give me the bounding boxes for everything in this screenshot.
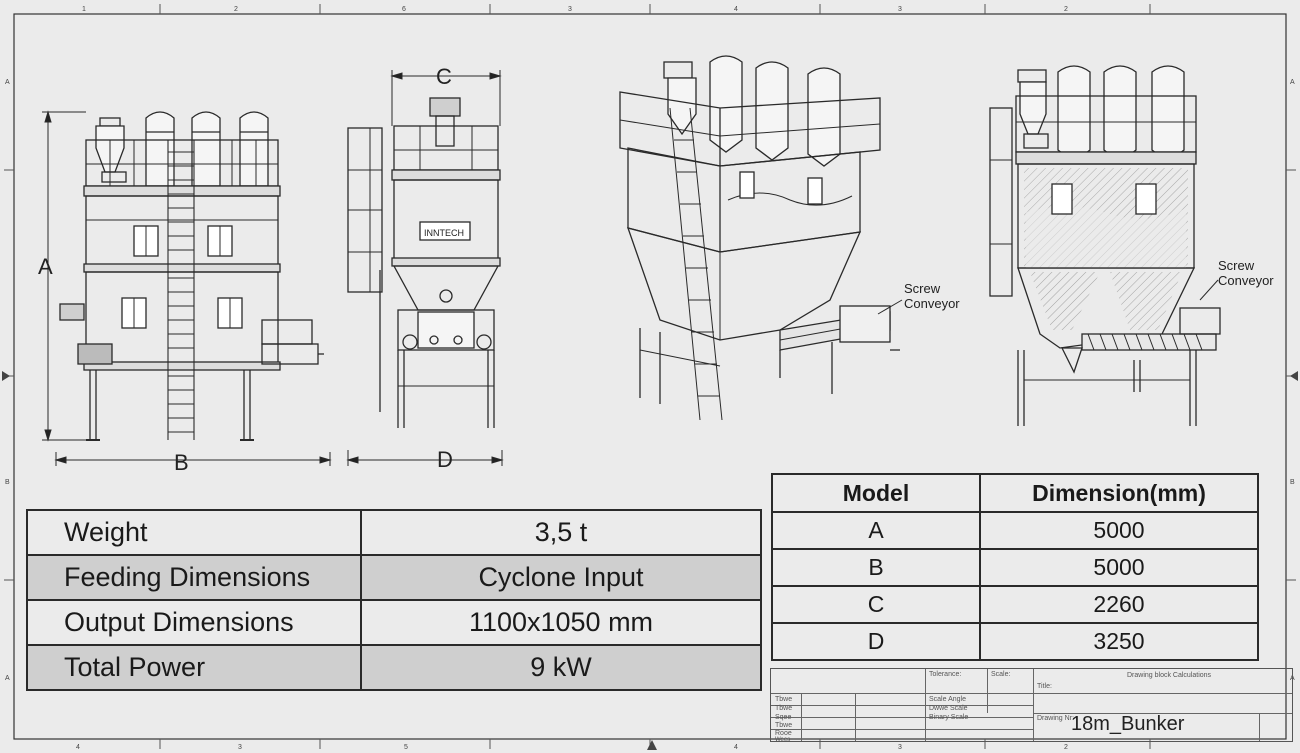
spec-value: 9 kW xyxy=(360,644,762,691)
dimension-cell: 2260 xyxy=(979,585,1259,624)
header-model: Model xyxy=(771,473,981,513)
model-cell: D xyxy=(771,622,981,661)
section-screw-conveyor xyxy=(1060,307,1221,374)
spec-label: Feeding Dimensions xyxy=(26,554,362,601)
spec-value: 1100x1050 mm xyxy=(360,599,762,646)
side-view xyxy=(346,70,504,466)
title-label: Title: xyxy=(1037,683,1052,690)
dimension-a-line xyxy=(42,110,86,442)
title-block-row-label: Tbwe xyxy=(775,722,793,729)
nameplate: INNTECH xyxy=(424,228,464,238)
table-row: A 5000 xyxy=(771,511,1259,550)
dimension-c-line xyxy=(390,70,502,126)
dimension-d-line xyxy=(346,450,504,466)
table-row: D 3250 xyxy=(771,622,1259,661)
table-row: B 5000 xyxy=(771,548,1259,587)
iso-callout-leader xyxy=(877,299,903,315)
center-mark-bottom xyxy=(647,740,657,750)
zone-top-1: 1 xyxy=(82,6,86,13)
center-mark-left xyxy=(2,371,10,381)
title-block-row-label: Tbwe xyxy=(775,696,793,703)
front-view xyxy=(42,110,332,466)
dimension-cell: 5000 xyxy=(979,511,1259,550)
zone-bottom-1: 4 xyxy=(76,744,80,751)
scale-note-2: Dwwe Scale xyxy=(929,705,968,712)
section-silos xyxy=(1057,65,1185,163)
center-mark-right xyxy=(1290,371,1298,381)
zone-bottom-3: 5 xyxy=(404,744,408,751)
dimension-c-label: C xyxy=(436,64,452,89)
specification-table: Weight 3,5 t Feeding Dimensions Cyclone … xyxy=(26,509,762,691)
title-block-row-label: Rooe xyxy=(775,730,792,737)
zone-right-1: A xyxy=(1290,79,1295,86)
zone-bottom-5: 3 xyxy=(898,744,902,751)
zone-bottom-4: 4 xyxy=(734,744,738,751)
dimension-b-line xyxy=(54,452,332,466)
dimension-table-header: Model Dimension(mm) xyxy=(771,473,1259,513)
binary-scale: Binary Scale xyxy=(929,714,969,721)
block-title: Drawing block Calculations xyxy=(1127,672,1212,679)
drawing-number-label: Drawing Nr: xyxy=(1037,715,1074,722)
dimension-table: Model Dimension(mm) A 5000 B 5000 C 2260… xyxy=(771,473,1259,661)
section-callout-label: Screw Conveyor xyxy=(1218,258,1274,288)
zone-top-3: 6 xyxy=(402,6,406,13)
section-view xyxy=(989,65,1221,426)
spec-row-feeding: Feeding Dimensions Cyclone Input xyxy=(26,554,762,601)
zone-bottom-2: 3 xyxy=(238,744,242,751)
zone-left-3: A xyxy=(5,675,10,682)
table-row: C 2260 xyxy=(771,585,1259,624)
zone-left-2: B xyxy=(5,479,10,486)
ladder xyxy=(167,140,195,440)
iso-callout-label: Screw Conveyor xyxy=(904,281,960,311)
title-block-row-label: Sqee xyxy=(775,714,792,721)
drawing-number: 18m_Bunker xyxy=(1071,713,1185,735)
zone-top-4: 3 xyxy=(568,6,572,13)
spec-value: Cyclone Input xyxy=(360,554,762,601)
iso-screw-conveyor xyxy=(779,305,900,351)
dimension-cell: 5000 xyxy=(979,548,1259,587)
zone-top-7: 2 xyxy=(1064,6,1068,13)
iso-silos xyxy=(709,55,841,167)
support-legs xyxy=(86,370,254,441)
model-cell: A xyxy=(771,511,981,550)
dimension-d-label: D xyxy=(437,447,453,472)
cyclone xyxy=(95,117,127,183)
silo-group xyxy=(145,111,269,187)
spec-row-output: Output Dimensions 1100x1050 mm xyxy=(26,599,762,646)
dimension-a-label: A xyxy=(38,254,53,279)
dimension-cell: 3250 xyxy=(979,622,1259,661)
model-cell: C xyxy=(771,585,981,624)
dimension-b-label: B xyxy=(174,450,189,475)
model-cell: B xyxy=(771,548,981,587)
spec-value: 3,5 t xyxy=(360,509,762,556)
spec-label: Total Power xyxy=(26,644,362,691)
zone-top-6: 3 xyxy=(898,6,902,13)
header-dimension: Dimension(mm) xyxy=(979,473,1259,513)
zone-top-5: 4 xyxy=(734,6,738,13)
section-callout-leader xyxy=(1199,279,1219,301)
spec-label: Output Dimensions xyxy=(26,599,362,646)
scale-note: Scale Angle xyxy=(929,696,966,703)
isometric-view xyxy=(619,55,900,421)
spec-row-weight: Weight 3,5 t xyxy=(26,509,762,556)
zone-bottom-6: 2 xyxy=(1064,744,1068,751)
scale-label: Scale: xyxy=(991,671,1011,678)
title-block: Tbwe Tbwe Sqee Tbwe Rooe Wees Tolerance:… xyxy=(770,668,1293,743)
spec-row-power: Total Power 9 kW xyxy=(26,644,762,691)
title-block-row-label: Tbwe xyxy=(775,705,793,712)
title-block-row-label: Wees xyxy=(775,737,791,743)
zone-right-2: B xyxy=(1290,479,1295,486)
spec-label: Weight xyxy=(26,509,362,556)
zone-top-2: 2 xyxy=(234,6,238,13)
zone-left-1: A xyxy=(5,79,10,86)
tolerance-label: Tolerance: xyxy=(929,671,962,678)
